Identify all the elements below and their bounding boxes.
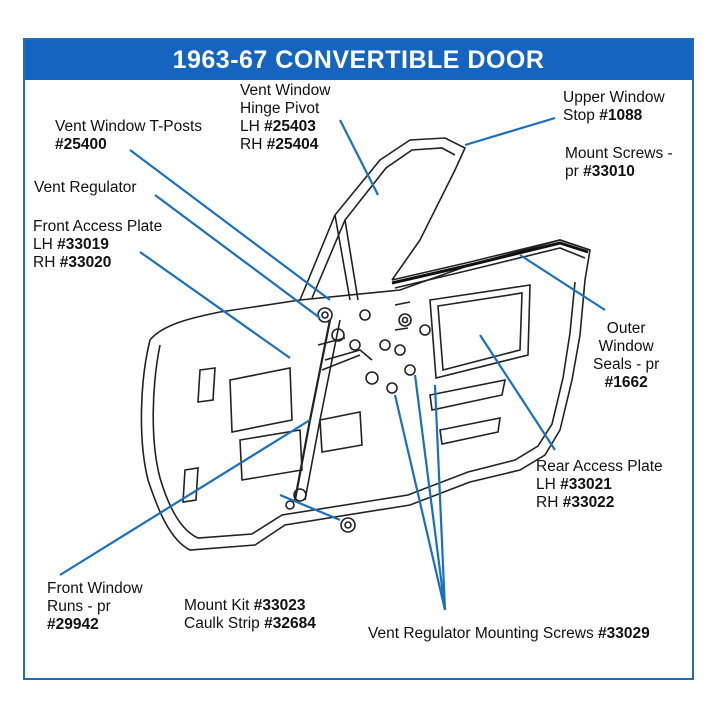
label-front-access-plate: Front Access Plate LH #33019 RH #33020 [33, 218, 163, 271]
label-mount-screws: Mount Screws - pr #33010 [565, 145, 673, 180]
leader-lines [59, 116, 606, 611]
leader-vent-screws-c [433, 384, 447, 611]
part-number: #33010 [583, 163, 635, 180]
rear-access-opening [429, 284, 531, 380]
part-number: #33020 [59, 254, 112, 271]
label-vent-regulator: Vent Regulator [34, 179, 137, 196]
leader-vent-screws-a [393, 394, 447, 611]
leader-outer-seals [519, 254, 606, 311]
part-number: #33022 [562, 494, 615, 511]
label-outer-window-seals: Outer Window Seals - pr #1662 [593, 320, 660, 391]
part-number: #25404 [266, 136, 319, 153]
leader-hinge-pivot [339, 119, 379, 196]
outer-window-seal [391, 241, 589, 285]
part-number: #25403 [264, 118, 316, 135]
label-vent-regulator-screws: Vent Regulator Mounting Screws #33029 [368, 625, 650, 642]
label-front-window-runs: Front Window Runs - pr #29942 [47, 580, 143, 633]
part-number: #25400 [55, 136, 107, 153]
label-upper-window-stop: Upper Window Stop #1088 [563, 89, 665, 124]
leader-front-access [139, 251, 291, 359]
diagram-title: 1963-67 CONVERTIBLE DOOR [25, 40, 692, 80]
diagram-frame [23, 38, 694, 680]
leader-vent-regulator [154, 194, 321, 319]
leader-front-runs [59, 419, 311, 576]
label-vent-window-t-posts: Vent Window T-Posts #25400 [55, 118, 203, 153]
part-number: #33023 [253, 597, 306, 614]
leader-vent-screws-b [413, 374, 447, 611]
label-hinge-pivot: Vent Window Hinge Pivot LH #25403 RH #25… [240, 82, 331, 153]
door-outer-outline [140, 239, 591, 551]
leader-mount-kit [279, 493, 341, 522]
window-frame [299, 137, 467, 301]
front-window-run [293, 319, 332, 501]
part-number: #1662 [604, 374, 648, 391]
part-number: #33019 [57, 236, 109, 253]
label-rear-access-plate: Rear Access Plate LH #33021 RH #33022 [536, 458, 663, 511]
part-number: #32684 [264, 615, 316, 632]
part-number: #33029 [598, 625, 650, 642]
label-mount-kit: Mount Kit #33023 Caulk Strip #32684 [184, 597, 316, 632]
part-number: #1088 [599, 107, 643, 124]
leader-rear-access [479, 334, 556, 451]
leader-upper-stop [464, 116, 556, 147]
door-line-art [140, 137, 591, 551]
leader-t-posts [129, 149, 331, 301]
part-number: #33021 [560, 476, 612, 493]
part-number: #29942 [47, 616, 99, 633]
